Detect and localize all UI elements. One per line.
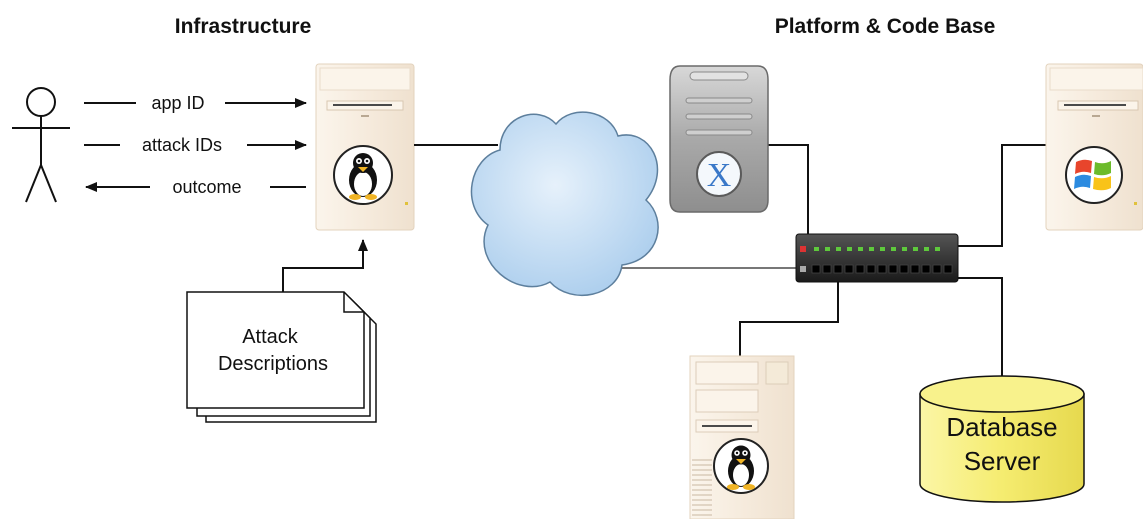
- attack-ids-label: attack IDs: [142, 135, 222, 155]
- app-id-label: app ID: [151, 93, 204, 113]
- platform-heading: Platform & Code Base: [775, 15, 996, 38]
- document-to-server-arrow: [282, 239, 368, 292]
- document-label-line2: Descriptions: [218, 353, 328, 375]
- linux-server-to-switch-link: [739, 282, 839, 356]
- outcome-arrow: outcome: [85, 177, 306, 197]
- user-actor-icon: [12, 87, 70, 203]
- network-switch: [795, 233, 959, 283]
- attack-descriptions-document: Attack Descriptions: [186, 291, 377, 423]
- windows-to-switch-link: [958, 144, 1046, 247]
- windows-flag-icon: [1065, 146, 1123, 204]
- infrastructure-heading: Infrastructure: [175, 15, 312, 38]
- database-server: Database Server: [919, 375, 1085, 503]
- database-label-line2: Server: [964, 446, 1041, 476]
- mac-os-x-server: X: [669, 65, 769, 213]
- database-label-line1: Database: [946, 412, 1057, 442]
- mac-to-switch-link: [766, 144, 809, 234]
- bottom-linux-server: [689, 355, 795, 519]
- attack-ids-arrow: attack IDs: [84, 135, 307, 155]
- internet-cloud: [470, 111, 659, 297]
- tux-penguin-icon: [713, 438, 769, 494]
- windows-server: [1045, 63, 1143, 231]
- mac-logo-letter: X: [707, 157, 732, 194]
- tux-penguin-icon: [333, 145, 393, 205]
- document-label-line1: Attack: [242, 326, 299, 348]
- outcome-label: outcome: [172, 177, 241, 197]
- infrastructure-linux-server: [315, 63, 415, 231]
- app-id-arrow: app ID: [84, 93, 307, 113]
- mac-os-x-icon: X: [696, 151, 742, 197]
- database-to-switch-link: [958, 277, 1003, 382]
